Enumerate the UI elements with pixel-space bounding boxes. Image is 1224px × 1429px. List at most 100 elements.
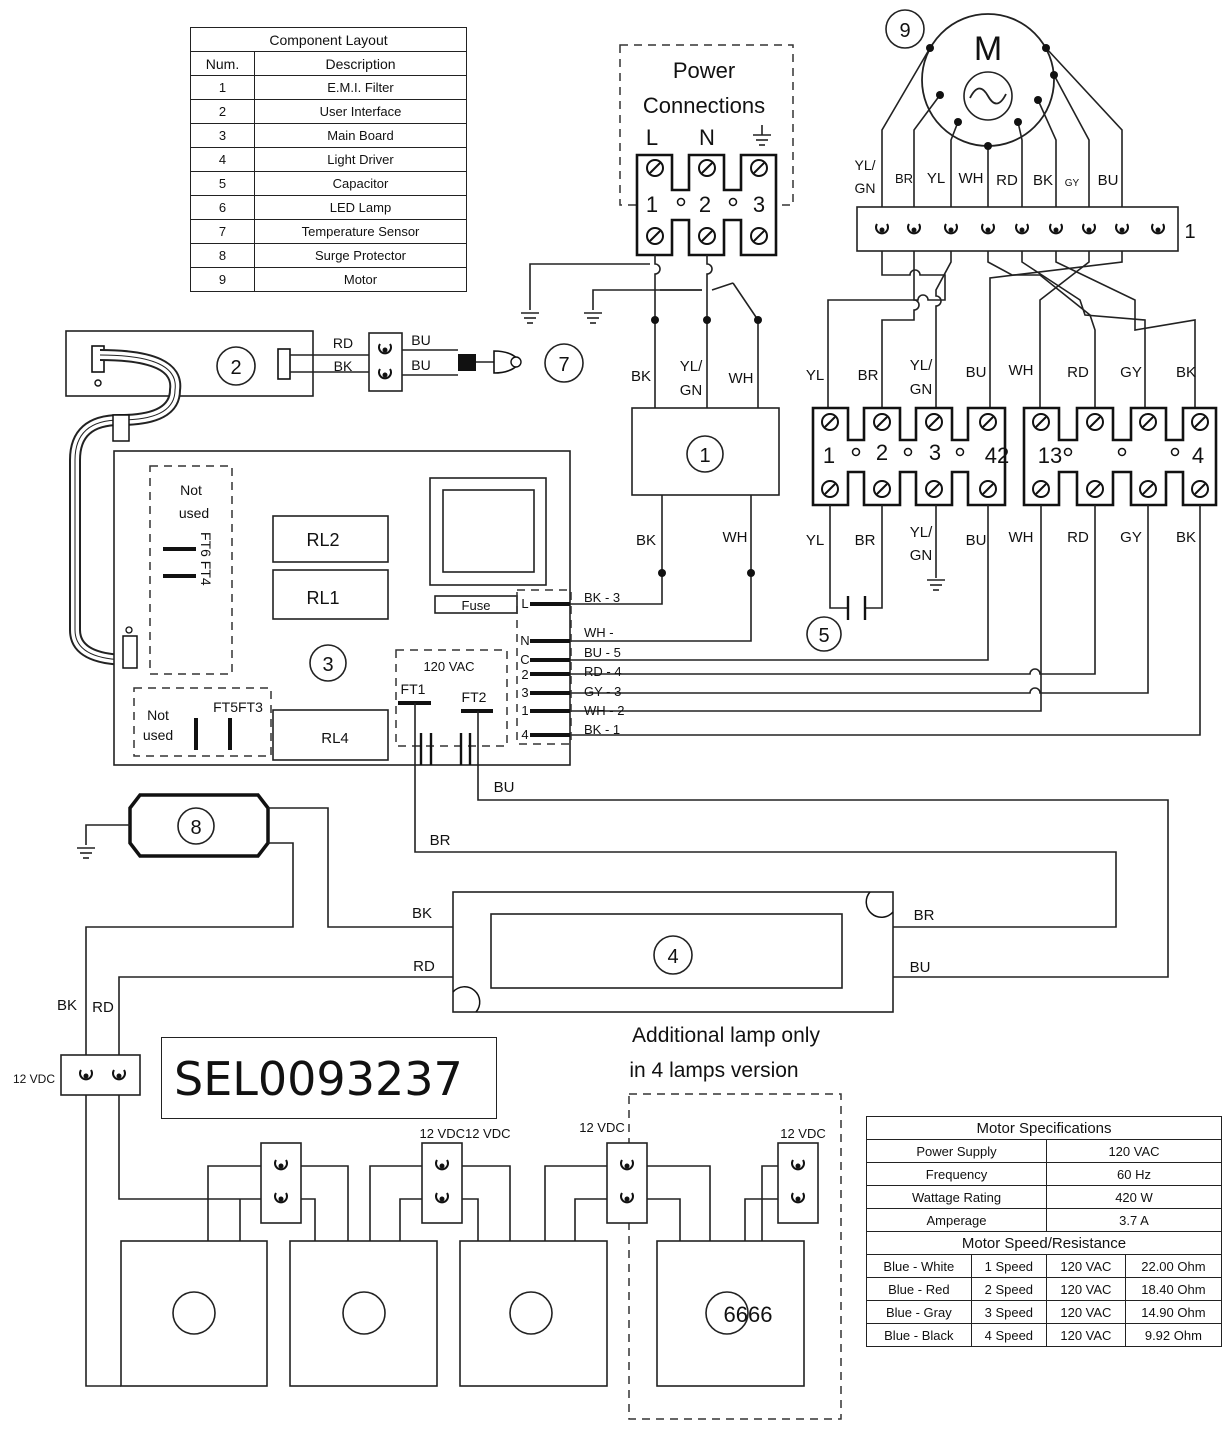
row-desc: Light Driver (254, 147, 467, 172)
board-ft5-ft3: FT5FT3 (213, 699, 263, 715)
component-col-num: Num. (190, 51, 255, 76)
power-ground-icon (752, 125, 772, 146)
speed-ohm: 14.90 Ohm (1124, 1300, 1223, 1324)
component-col-desc: Description (254, 51, 467, 76)
row-desc: LED Lamp (254, 195, 467, 220)
row-desc: Surge Protector (254, 243, 467, 268)
strip-a-top-br: BR (858, 367, 879, 384)
motor-wire-wh: WH (959, 170, 984, 187)
emi-in-ylgn-label-1: YL/ (680, 358, 703, 375)
speed-volt: 120 VAC (1046, 1323, 1126, 1347)
row-num: 5 (190, 171, 255, 196)
row-num: 2 (190, 99, 255, 124)
row-desc: User Interface (254, 99, 467, 124)
ui-wire-rd: RD (333, 335, 353, 351)
speed-level: 3 Speed (970, 1300, 1048, 1324)
strip-a-num-4: 42 (985, 443, 1009, 468)
motor-symbol: M (974, 30, 1002, 68)
motor-crossing-wires (827, 251, 1196, 410)
spec-value: 3.7 A (1046, 1208, 1222, 1232)
vdc-label-pair: 12 VDC12 VDC (419, 1126, 510, 1141)
conn-wire-wh2: WH - 2 (584, 703, 624, 718)
driver-wire-bk: BK (412, 905, 432, 922)
board-num: 3 (322, 654, 333, 676)
strip-a-bottom-ylgn-1: YL/ (910, 524, 933, 541)
motor-wire-bk: BK (1033, 172, 1053, 189)
pin-l: L (521, 596, 528, 611)
strip-a-bottom-ylgn-2: GN (910, 547, 933, 564)
pin-c: C (520, 652, 529, 667)
board-ft2: FT2 (462, 689, 487, 705)
user-interface: 2 RD BK BU BU 7 (65, 330, 584, 397)
sensor-num: 7 (558, 354, 569, 376)
row-num: 3 (190, 123, 255, 148)
ui-wire-bk: BK (334, 358, 353, 374)
strip-a-num-1: 1 (823, 443, 835, 468)
row-num: 8 (190, 243, 255, 268)
vdc-label-3: 12 VDC (579, 1120, 625, 1135)
spec-key: Wattage Rating (866, 1185, 1047, 1209)
driver-num: 4 (667, 946, 678, 968)
pin-4: 4 (521, 727, 528, 742)
terminal-strip-top-labels: YL BR YL/ GN BU WH RD GY BK (806, 357, 1196, 398)
motor-wire-ylgn-2: GN (855, 180, 876, 196)
conn-wire-wh: WH - (584, 625, 614, 640)
row-desc: Motor (254, 267, 467, 292)
pin-2: 2 (521, 667, 528, 682)
speed-volt: 120 VAC (1046, 1300, 1126, 1324)
strip-b-num-13: 13 (1038, 443, 1062, 468)
board-not-used-1a: Not (180, 482, 202, 498)
terminal-output-wires: 5 (568, 505, 1201, 736)
motor-wire-bu: BU (1098, 172, 1119, 189)
strip-a-top-yl: YL (806, 367, 824, 384)
wire-bu-label: BU (494, 779, 515, 796)
power-terminal-2: 2 (699, 192, 711, 217)
light-driver: 4 BK BR RD BU BK RD (57, 891, 935, 1016)
strip-a-bottom-br: BR (855, 532, 876, 549)
driver-wire-bu: BU (910, 959, 931, 976)
lamp-num: 6666 (724, 1302, 773, 1327)
strip-a-num-2: 2 (876, 440, 888, 465)
strip-b-top-wh: WH (1009, 362, 1034, 379)
strip-b-num-4: 4 (1192, 443, 1204, 468)
strip-b-bottom-gy: GY (1120, 529, 1142, 546)
motor-wire-ylgn-1: YL/ (854, 157, 875, 173)
strip-b-bottom-wh: WH (1009, 529, 1034, 546)
conn-wire-gy3: GY - 3 (584, 684, 621, 699)
additional-lamp-note-2: in 4 lamps version (629, 1059, 798, 1082)
main-board: Not used FT6 FT4 Not used FT5FT3 RL2 RL1… (113, 450, 1169, 978)
emi-in-bk-label: BK (631, 368, 651, 385)
speed-volt: 120 VAC (1046, 1277, 1126, 1301)
strip-b-top-gy: GY (1120, 364, 1142, 381)
relay-rl1: RL1 (306, 588, 339, 608)
pin-1: 1 (521, 703, 528, 718)
conn-wire-bk3: BK - 3 (584, 590, 620, 605)
motor-wire-yl: YL (927, 170, 945, 187)
strip-a-top-ylgn-1: YL/ (910, 357, 933, 374)
driver-wire-br: BR (914, 907, 935, 924)
row-num: 9 (190, 267, 255, 292)
speed-pair: Blue - Gray (866, 1300, 972, 1324)
strip-a-bottom-bu: BU (966, 532, 987, 549)
row-num: 4 (190, 147, 255, 172)
conn-wire-rd4: RD - 4 (584, 664, 622, 679)
speed-level: 2 Speed (970, 1277, 1048, 1301)
speed-level: 4 Speed (970, 1323, 1048, 1347)
emi-filter: 1 BK YL/ GN WH BK WH (568, 358, 780, 642)
strip-b-bottom-rd: RD (1067, 529, 1089, 546)
motor-num: 9 (899, 20, 910, 42)
power-connections: Power Connections L N 1 2 3 (619, 44, 794, 257)
speed-volt: 120 VAC (1046, 1254, 1126, 1278)
terminal-strip-a: 1 2 3 42 (811, 406, 1009, 507)
spec-key: Power Supply (866, 1139, 1047, 1163)
terminal-strip-bottom-labels: YL BR YL/ GN BU WH RD GY BK (806, 524, 1196, 564)
